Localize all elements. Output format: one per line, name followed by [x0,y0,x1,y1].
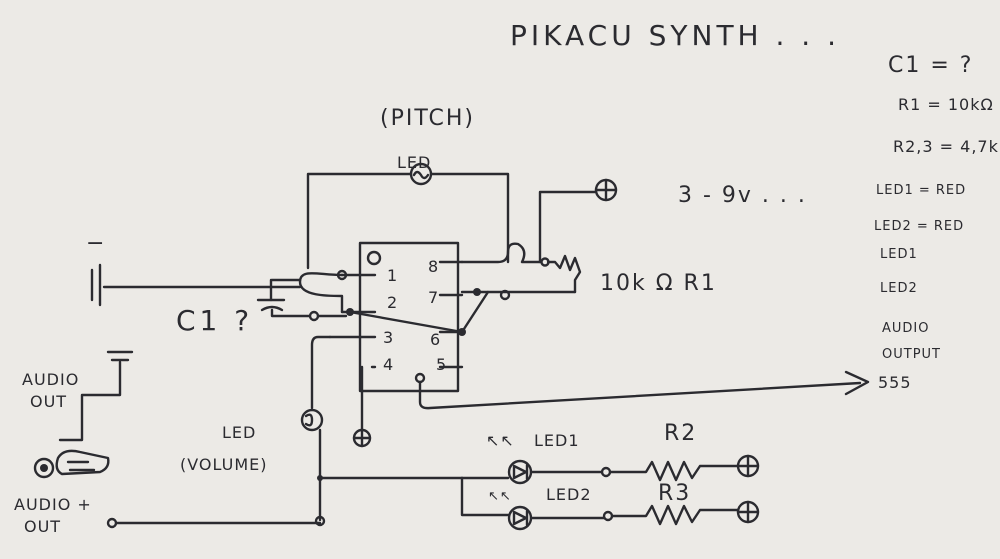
audio-out-bottom-line1: AUDIO + [14,495,92,514]
notes-list: C1 = ? R1 = 10kΩ R2,3 = 4,7k LED1 = RED … [874,53,999,362]
led1-rays: ↖↖ [486,431,515,450]
led2-rays: ↖↖ [488,489,512,504]
pitch-label: (PITCH) [380,106,475,131]
wire-output [418,380,862,410]
pitch-led-label: LED [397,153,431,172]
audio-jack-icon [33,449,110,479]
note-led1-color: LED1 = RED [876,183,966,198]
ic-555: 1 2 3 4 8 7 6 5 [328,241,464,393]
ground-pin4 [352,428,372,448]
r1-label: 10k Ω R1 [600,271,717,296]
pin-6-label: 6 [430,330,441,349]
supply-label: 3 - 9v . . . [678,183,807,208]
wire-pin1-pin2 [298,272,344,314]
pin-7-label: 7 [428,288,439,307]
note-led2: LED2 [880,281,918,296]
pin-4-label: 4 [383,355,394,374]
r2-ground-terminal [736,454,760,478]
note-led2-color: LED2 = RED [874,219,964,234]
pin-1-label: 1 [387,266,398,285]
r3-ground-terminal [736,500,760,524]
pitch-led-wire-left [306,172,413,270]
output-arrow [844,370,870,396]
ic-body [358,241,460,393]
audio-out-top-line2: OUT [30,392,67,411]
volume-led-symbol [300,408,324,432]
r2-resistor [608,460,740,482]
r3-label: R3 [658,481,691,506]
note-audio: AUDIO [882,321,930,336]
c1-label: C1 ? [176,304,253,337]
r3-resistor [610,504,740,526]
audio-top-wire [58,350,134,442]
r1-resistor [546,254,582,294]
pin-8-label: 8 [428,257,439,276]
pitch-led-wire-right [429,172,510,264]
led2-symbol [507,505,533,531]
c1-capacitor [256,278,348,322]
note-r1: R1 = 10kΩ [898,95,994,114]
audio-out-top-line1: AUDIO [22,370,79,389]
pin-3-label: 3 [383,328,394,347]
ic-notch [366,250,382,266]
battery-minus [90,263,302,307]
volume-label: (VOLUME) [180,455,267,474]
wire-supply [538,190,598,264]
audio-out-bottom-line2: OUT [24,517,61,536]
led2-label: LED2 [546,485,592,504]
wire-pin2-pin6 [348,310,464,334]
wire-pin8 [460,242,542,264]
led1-symbol [507,459,533,485]
volume-led-label: LED [222,423,256,442]
pin-2-label: 2 [387,293,398,312]
r2-label: R2 [664,421,697,446]
note-r23: R2,3 = 4,7k [893,137,999,156]
note-output: OUTPUT [882,347,941,362]
output-arrow-label: 555 [878,373,912,392]
wire-led2-feed [460,476,510,517]
wire-pin3 [310,335,332,410]
note-led1: LED1 [880,247,918,262]
wire-pin6-pin7 [460,290,490,334]
minus-sign: − [86,231,106,256]
note-c1: C1 = ? [888,53,973,78]
schematic-title: PIKACU SYNTH . . . [510,19,840,52]
supply-terminal [594,178,618,202]
pin-5-label: 5 [436,355,447,374]
led1-label: LED1 [534,431,580,450]
